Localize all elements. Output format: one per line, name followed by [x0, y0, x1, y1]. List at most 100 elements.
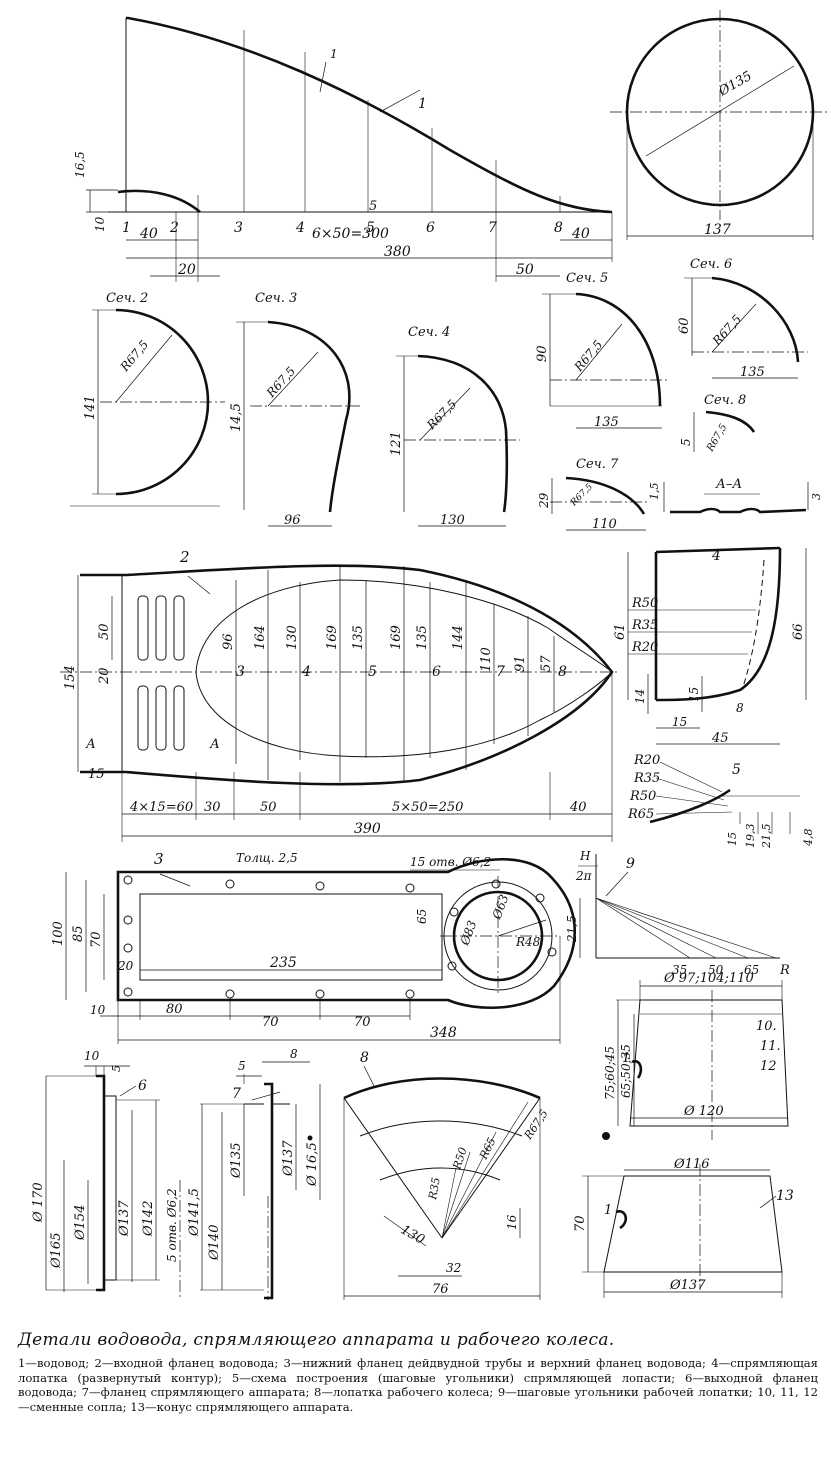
section-7: Сеч. 7 29 R67,5 110 [537, 457, 650, 532]
section-4-width: 130 [440, 513, 465, 528]
part-6-dia-142: Ø142 [141, 1201, 156, 1237]
figure-caption: Детали водовода, спрямляющего аппарата и… [18, 1330, 818, 1414]
section-5-radius: R67,5 [571, 338, 605, 375]
part-2-dim-40: 40 [569, 800, 587, 815]
part-2-h-57: 57 [539, 655, 554, 672]
part-5-pitch-construction: R20 R35 R50 R65 5 15 19,3 21,5 4,8 [627, 753, 815, 849]
part-3-dia-83: Ø83 [457, 918, 479, 948]
part-2-station-7: 7 [496, 664, 505, 680]
part-9-dim-21-5: 21,5 [565, 915, 579, 943]
section-5-height: 90 [535, 345, 550, 362]
part-2-station-5: 5 [368, 664, 377, 680]
part-5-h-15: 15 [726, 832, 739, 846]
part-2-section-mark-left: А [85, 737, 96, 752]
part-4-dim-45: 45 [711, 731, 729, 746]
part-6-dim-10: 10 [84, 1049, 100, 1063]
section-4-radius: R67,5 [424, 397, 460, 433]
part-5-h-19-3: 19,3 [744, 824, 757, 849]
part-3-thickness: Толщ. 2,5 [236, 851, 298, 865]
part-2-section-mark-right: А [209, 737, 220, 752]
part-1-dim-40-left: 40 [139, 226, 158, 242]
part-8-r67-5: R67,5 [521, 1107, 551, 1142]
part-3-dia-63: Ø63 [489, 892, 511, 922]
part-2-dim-5x50: 5×50=250 [392, 800, 463, 815]
part-2-dim-390: 390 [354, 821, 381, 837]
part-6-dim-5: 5 [110, 1065, 123, 1072]
part-7-dia-135: Ø135 [229, 1143, 244, 1179]
section-5-width: 135 [594, 415, 619, 430]
section-8-height: 5 [679, 438, 693, 446]
part-4-dim-14: 14 [633, 689, 647, 704]
circle-width: 137 [704, 222, 731, 238]
part-1-station-2: 2 [169, 220, 179, 236]
section-2-height: 141 [83, 395, 98, 420]
section-6-radius: R67,5 [709, 312, 744, 349]
part-2-h-96: 96 [221, 633, 236, 650]
part-6-outlet-flange: 10 5 6 Ø 170 Ø165 Ø154 Ø137 Ø142 5 отв. … [31, 1049, 181, 1300]
part-1-dim-380: 380 [384, 244, 411, 260]
part-3-dim-70-a: 70 [262, 1015, 279, 1030]
part-4-dim-66: 66 [791, 623, 806, 640]
part-1-dim-20: 20 [177, 262, 196, 278]
part-8-r35: R35 [426, 1176, 443, 1201]
part-2-inlet-flange: 2 96 164 130 169 135 169 135 144 110 91 … [60, 548, 620, 842]
part-2-station-8: 8 [558, 664, 567, 680]
cone-thickness: 1 [604, 1203, 612, 1218]
part-1-station-8: 8 [554, 220, 563, 236]
nozzle-label-10: 10. [756, 1019, 777, 1034]
section-4-title: Сеч. 4 [408, 325, 450, 340]
part-8-r50: R50 [450, 1146, 470, 1172]
part-2-h-110: 110 [479, 647, 494, 672]
section-aa-thickness-1: 1,5 [648, 483, 661, 501]
cone-label: 13 [776, 1188, 794, 1204]
part-6-dia-170: Ø 170 [31, 1182, 46, 1223]
section-2-radius: R67,5 [117, 338, 151, 375]
part-8-dim-130: 130 [398, 1222, 427, 1247]
part-4-dim-15-vertical: 15 [687, 687, 701, 702]
part-3-bolt-holes [123, 875, 557, 999]
part-4-dim-61: 61 [613, 623, 628, 640]
part-9-axis-h: H [579, 849, 591, 863]
cone-height: 70 [573, 1215, 588, 1232]
section-6-height: 60 [677, 317, 692, 334]
part-9-label: 9 [626, 856, 635, 872]
section-4-height: 121 [389, 431, 404, 456]
part-3-dim-65: 65 [415, 909, 429, 924]
part-7-dia-137: Ø137 [281, 1140, 296, 1177]
cone-bottom-diameter: Ø137 [669, 1278, 706, 1293]
nozzle-label-11: 11. [760, 1039, 781, 1054]
part-1-station-7: 7 [488, 220, 497, 236]
part-1-dim-16-5: 16,5 [73, 151, 87, 178]
part-3-dim-235: 235 [269, 955, 297, 971]
part-1-dim-50: 50 [516, 262, 534, 278]
part-8-dim-76: 76 [432, 1282, 449, 1297]
part-3-dim-70-b: 70 [354, 1015, 371, 1030]
part-4-straightening-vane: R50 R35 R20 4 61 66 14 15 8 15 45 [613, 546, 807, 746]
part-1-station-5: 5 [366, 220, 375, 236]
part-1-station-1: 1 [122, 220, 131, 236]
section-7-height: 29 [537, 492, 551, 509]
part-7-dim-8: 8 [290, 1047, 298, 1061]
part-3-radius-48: R48 [515, 935, 541, 949]
section-8-radius: R67,5 [705, 422, 730, 454]
part-7-dia-16-5: Ø 16,5 [305, 1142, 320, 1187]
replaceable-nozzles: Ø 97;104;110 75;60;45 65;50;35 1 10. 11.… [602, 971, 789, 1140]
part-2-station-4: 4 [301, 664, 311, 680]
part-8-r65: R65 [477, 1136, 499, 1163]
part-3-dim-85: 85 [71, 925, 86, 942]
part-5-r35: R35 [633, 771, 660, 786]
section-7-title: Сеч. 7 [576, 457, 619, 472]
part-2-h-169b: 169 [389, 625, 404, 650]
part-2-h-130: 130 [285, 625, 300, 650]
part-7-dia-141-5: Ø141,5 [187, 1188, 202, 1237]
part-4-dim-15: 15 [672, 715, 687, 729]
part-2-dim-4x15: 4×15=60 [129, 800, 193, 815]
part-4-label: 4 [711, 548, 721, 564]
part-3-holes: 15 отв. Ø6,2 [410, 855, 491, 869]
part-1-station-4: 4 [295, 220, 305, 236]
section-3-radius: R67,5 [263, 364, 298, 401]
part-2-h-91: 91 [513, 655, 528, 672]
part-2-label: 2 [179, 548, 190, 566]
part-9-tick-35: 35 [672, 963, 687, 977]
part-5-r20: R20 [633, 753, 660, 768]
